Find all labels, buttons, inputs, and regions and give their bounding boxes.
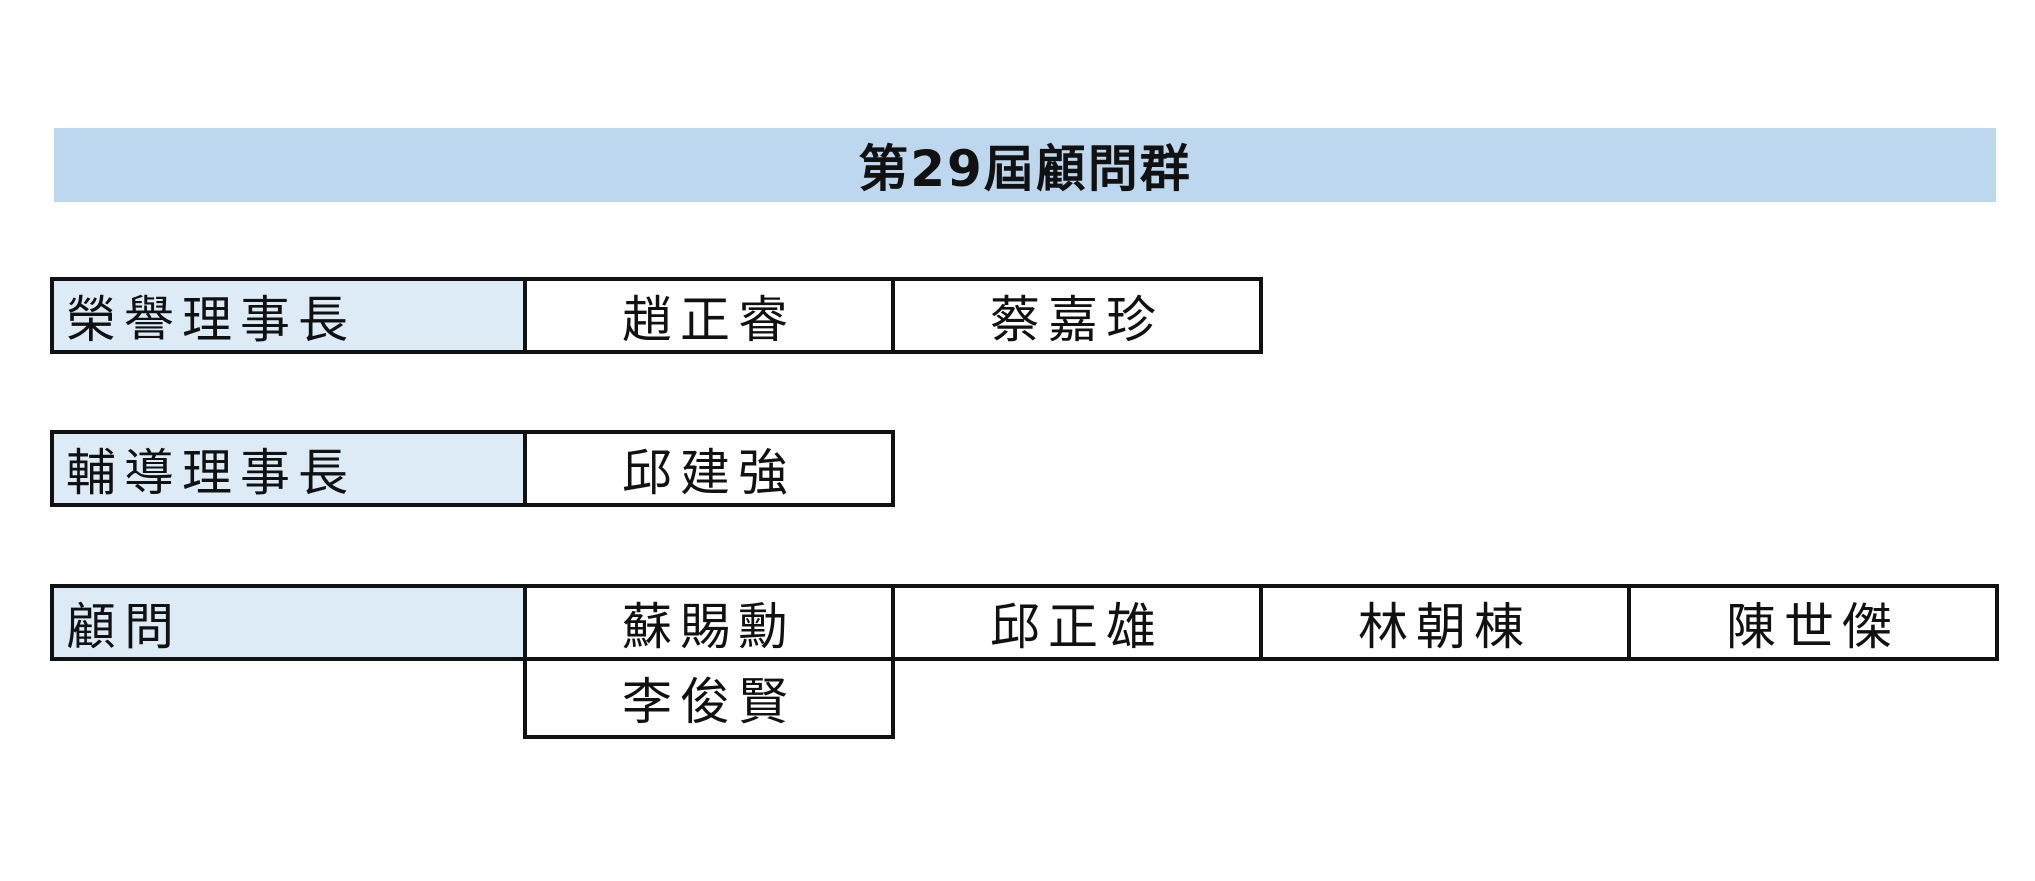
- role-label: 顧問: [50, 584, 527, 661]
- role-label: 輔導理事長: [50, 430, 527, 507]
- name-cell: 林朝棟: [1259, 584, 1631, 661]
- advisory-chairman-row: 輔導理事長 邱建強: [50, 430, 895, 507]
- page-title: 第29屆顧問群: [54, 128, 1996, 202]
- role-label: 榮譽理事長: [50, 277, 527, 354]
- advisors-row-continued: 李俊賢: [523, 661, 895, 739]
- name-cell: 李俊賢: [523, 661, 895, 739]
- name-cell: 邱建強: [523, 430, 895, 507]
- honorary-chairman-row: 榮譽理事長 趙正睿 蔡嘉珍: [50, 277, 1263, 354]
- name-cell: 蔡嘉珍: [891, 277, 1263, 354]
- name-cell: 蘇賜勳: [523, 584, 895, 661]
- name-cell: 邱正雄: [891, 584, 1263, 661]
- name-cell: 趙正睿: [523, 277, 895, 354]
- name-cell: 陳世傑: [1627, 584, 1999, 661]
- advisors-row: 顧問 蘇賜勳 邱正雄 林朝棟 陳世傑: [50, 584, 1999, 661]
